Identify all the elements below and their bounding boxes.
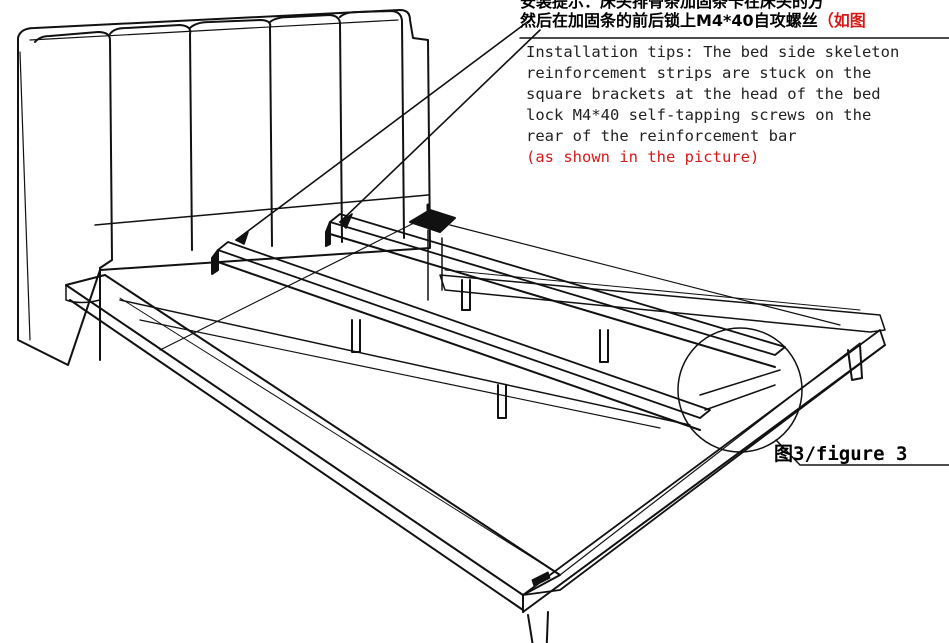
tips-line: Installation tips: The bed side skeleton	[526, 43, 900, 61]
installation-note-chinese: 安装提示：床头排骨条加固条卡在床头的方 然后在加固条的前后锁上M4*40自攻螺丝…	[520, 0, 949, 30]
tips-line: lock M4*40 self-tapping screws on the	[526, 106, 872, 124]
chinese-line-2: 然后在加固条的前后锁上M4*40自攻螺丝	[520, 11, 818, 30]
detail-callout	[677, 327, 949, 466]
tips-line: rear of the reinforcement bar	[526, 127, 797, 145]
leader-lines	[235, 19, 541, 245]
tips-line: reinforcement strips are stuck on the	[526, 64, 872, 82]
figure-label: 图3/figure 3	[774, 443, 908, 465]
tips-line: square brackets at the head of the bed	[526, 85, 881, 103]
chinese-line-1: 安装提示：床头排骨条加固条卡在床头的方	[520, 0, 825, 11]
headboard	[17, 9, 443, 366]
installation-tips-english: Installation tips: The bed side skeleton…	[526, 42, 949, 168]
chinese-line-2-red: （如图	[817, 11, 866, 30]
tips-note: (as shown in the picture)	[526, 148, 760, 166]
logo-plate	[531, 571, 551, 587]
bed-frame	[65, 269, 886, 643]
reinforcement-bars	[119, 203, 841, 431]
